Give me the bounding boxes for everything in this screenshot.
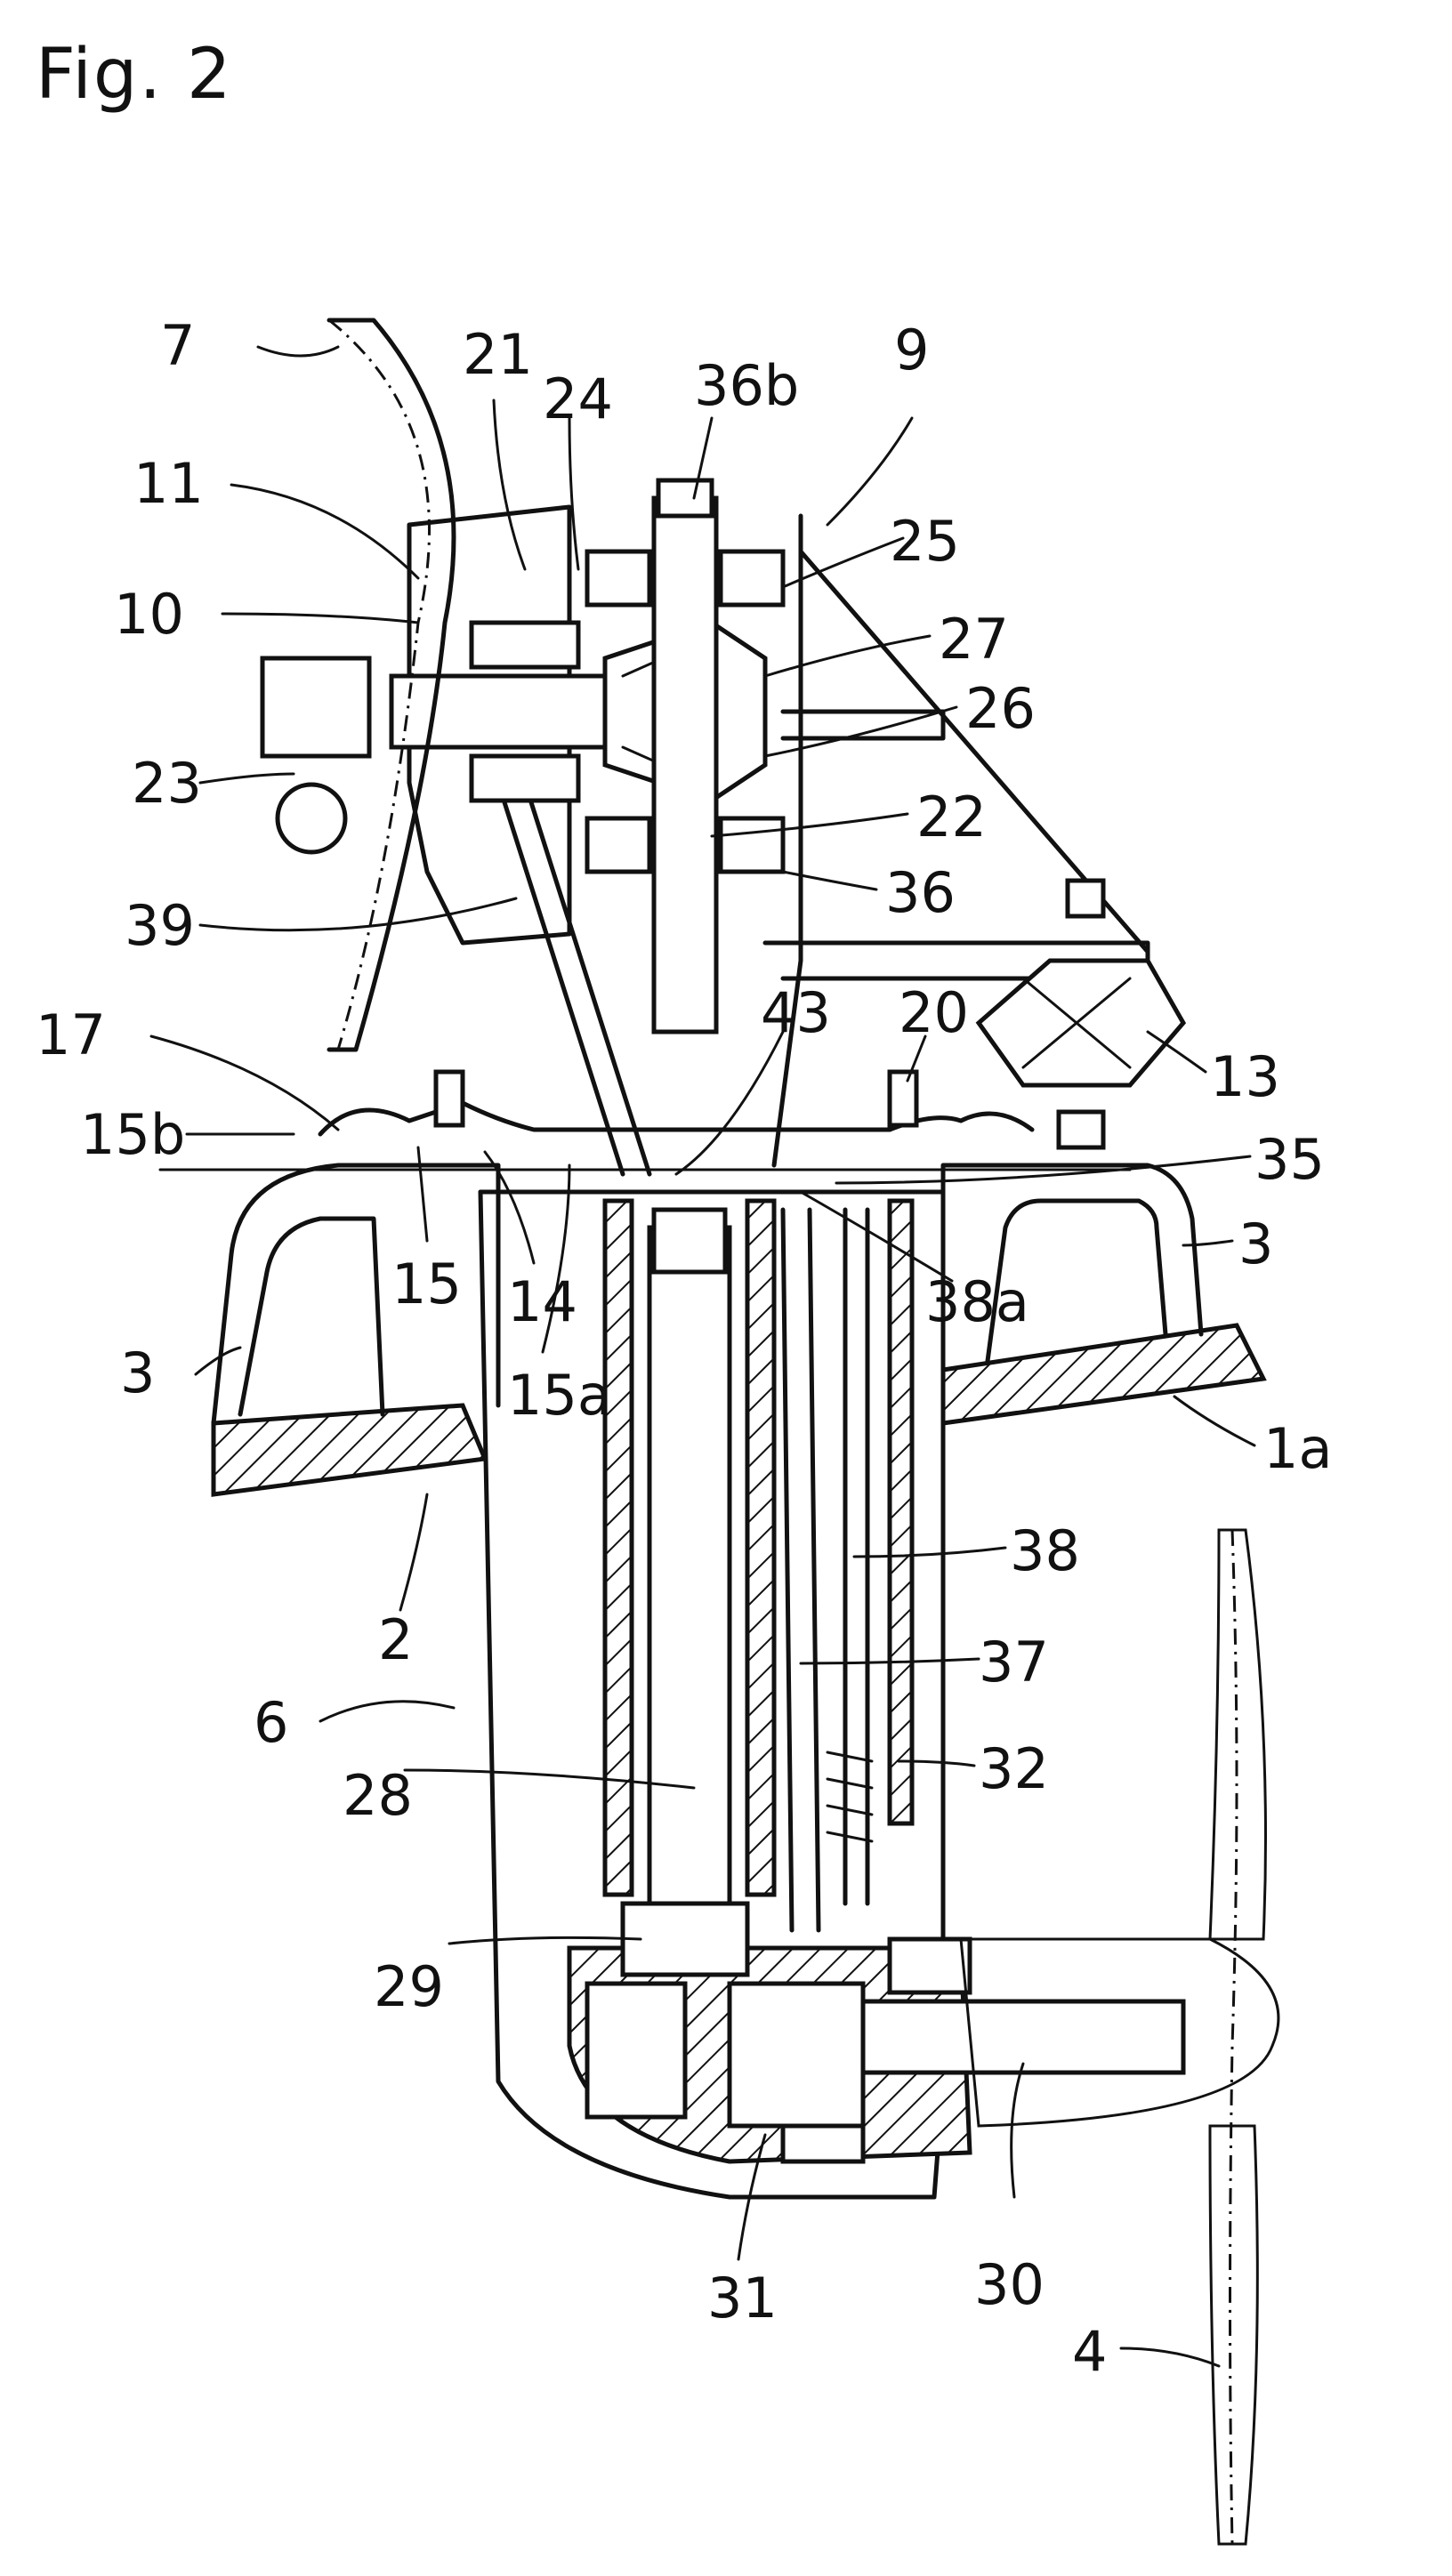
leader-2 [400, 1494, 427, 1610]
leader-10 [222, 614, 418, 623]
hull-plate-left [214, 1405, 485, 1494]
drive-tube-right-wall [747, 1201, 774, 1895]
leader-43 [676, 1032, 783, 1174]
ref-39: 39 [125, 893, 195, 958]
ref-11: 11 [133, 451, 204, 516]
seal-plate [320, 1103, 1032, 1134]
column-right-wall [890, 1201, 912, 1823]
ref-28: 28 [343, 1763, 413, 1828]
propeller-shaft-bearing-left [587, 1984, 685, 2117]
bearing-upper-left [472, 623, 578, 667]
ref-15b: 15b [80, 1102, 185, 1167]
ref-32: 32 [979, 1736, 1049, 1801]
ref-9: 9 [894, 318, 929, 382]
leader-3-right [1183, 1241, 1232, 1245]
ref-1a: 1a [1263, 1416, 1332, 1481]
leader-30 [1012, 2064, 1023, 2197]
ref-36: 36 [885, 860, 956, 925]
bearing-lower-left [472, 756, 578, 801]
ref-2: 2 [378, 1607, 413, 1672]
leader-36 [783, 872, 876, 890]
coupling-eye [278, 785, 345, 852]
leader-29 [449, 1937, 641, 1944]
ref-38a: 38a [925, 1269, 1029, 1334]
seal-housing [890, 1939, 970, 1992]
ref-10: 10 [114, 582, 184, 647]
propeller-blade-lower [1210, 2126, 1257, 2544]
leader-15 [418, 1147, 427, 1241]
drive-tube-left-wall [605, 1201, 632, 1895]
ref-30: 30 [974, 2252, 1045, 2317]
leader-39 [200, 898, 516, 930]
leader-26 [765, 707, 956, 756]
leader-7 [258, 347, 338, 356]
bolt-head-lower [1059, 1112, 1103, 1147]
leader-11 [231, 485, 418, 578]
ref-37: 37 [979, 1630, 1049, 1695]
ref-3-right: 3 [1238, 1212, 1273, 1276]
ref-24: 24 [543, 366, 613, 431]
ref-25: 25 [890, 509, 960, 574]
output-shaft-30 [863, 2001, 1183, 2073]
ref-20: 20 [899, 980, 969, 1045]
shaft-coupling-43 [654, 1210, 725, 1272]
tube-37-left [783, 1210, 792, 1930]
lower-bearing-36-right [721, 818, 783, 872]
ref-4: 4 [1072, 2319, 1107, 2384]
input-shaft [391, 676, 623, 747]
figure-title: Fig. 2 [36, 35, 233, 115]
top-bearing-36b-right [721, 551, 783, 605]
coupling-23 [262, 658, 369, 756]
drive-shaft-28 [649, 1228, 730, 1904]
ref-17: 17 [36, 1002, 106, 1067]
leader-38 [854, 1548, 1005, 1557]
ref-35: 35 [1254, 1127, 1325, 1192]
top-bearing-36b-left [587, 551, 649, 605]
seal-clip-right [890, 1072, 916, 1125]
propeller-gear-31 [730, 1984, 863, 2126]
ref-43: 43 [761, 980, 831, 1045]
ref-27: 27 [939, 607, 1009, 672]
bolt-head-upper [1068, 881, 1103, 916]
ref-36b: 36b [694, 353, 799, 418]
mount-housing-left-inner [240, 1219, 383, 1414]
seal-clip-left [436, 1072, 463, 1125]
ref-15a: 15a [507, 1363, 611, 1428]
propulsion-unit-drawing [160, 320, 1279, 2544]
leader-6 [320, 1702, 454, 1721]
lower-bearing-36-left [587, 818, 649, 872]
bolt-lower [783, 2126, 863, 2161]
ref-7: 7 [160, 313, 195, 378]
ref-22: 22 [916, 785, 987, 849]
leader-38a [801, 1192, 952, 1281]
ref-29: 29 [374, 1954, 444, 2019]
ref-6: 6 [254, 1690, 288, 1755]
ref-15: 15 [391, 1252, 462, 1316]
propeller-blade-centerline [1230, 1530, 1238, 2544]
ref-13: 13 [1210, 1044, 1280, 1109]
vertical-shaft-top [654, 498, 716, 1032]
leader-1a [1174, 1397, 1254, 1445]
ref-26: 26 [965, 676, 1036, 741]
ref-31: 31 [707, 2266, 778, 2330]
ref-3-left: 3 [120, 1340, 155, 1405]
leader-21 [494, 400, 525, 569]
ref-14: 14 [507, 1269, 577, 1334]
ref-38: 38 [1010, 1518, 1080, 1583]
ref-21: 21 [463, 322, 533, 387]
leader-4 [1121, 2348, 1219, 2366]
ref-23: 23 [132, 751, 202, 816]
top-cap [658, 480, 712, 516]
leader-23 [200, 774, 294, 783]
tube-37-right [810, 1210, 819, 1930]
